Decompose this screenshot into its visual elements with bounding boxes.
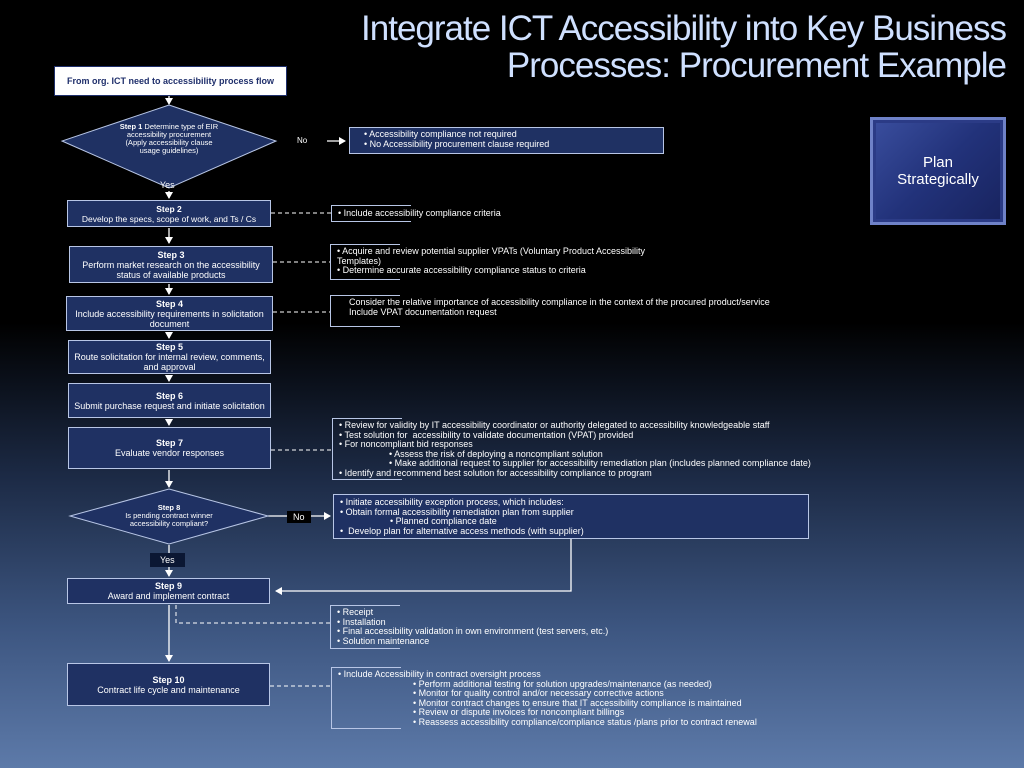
step8-no-label: No	[287, 511, 311, 523]
step8-text: Step 8 Is pending contract winner access…	[122, 496, 216, 536]
page-title: Integrate ICT Accessibility into Key Bus…	[361, 9, 1007, 85]
step3-note-line: Templates)	[337, 255, 382, 266]
step2-box: Step 2 Develop the specs, scope of work,…	[67, 200, 271, 227]
step9-box: Step 9 Award and implement contract	[67, 578, 270, 604]
step6-desc: Submit purchase request and initiate sol…	[74, 400, 265, 411]
step7-note-line: • Make additional request to supplier fo…	[339, 458, 811, 469]
step8-yes-label: Yes	[150, 553, 185, 567]
step1-yes-label: Yes	[160, 180, 175, 190]
step2-note: • Include accessibility compliance crite…	[331, 205, 501, 222]
step9-note: • Receipt • Installation • Final accessi…	[330, 605, 609, 649]
step4-note-line: Consider the relative importance of acce…	[349, 297, 770, 307]
step5-desc: Route solicitation for internal review, …	[74, 352, 265, 372]
step9-note-line: • Solution maintenance	[337, 635, 430, 646]
step5-label: Step 5	[155, 342, 183, 352]
step7-box: Step 7 Evaluate vendor responses	[68, 427, 271, 469]
step10-box: Step 10 Contract life cycle and maintena…	[67, 663, 270, 706]
step4-label: Step 4	[155, 298, 183, 309]
step7-note-line: • Assess the risk of deploying a noncomp…	[339, 448, 603, 459]
step8-note-line: • Initiate accessibility exception proce…	[340, 497, 564, 507]
step3-box: Step 3 Perform market research on the ac…	[69, 246, 273, 283]
step1-note-line: • No Accessibility procurement clause re…	[364, 138, 550, 149]
step1-diamond	[60, 104, 278, 189]
step9-desc: Award and implement contract	[107, 591, 230, 601]
step9-note-line: • Final accessibility validation in own …	[337, 626, 609, 637]
step1-text: Step 1 Determine type of EIR accessibili…	[118, 116, 220, 162]
step8-note-line: • Planned compliance date	[340, 516, 497, 527]
step10-note: • Include Accessibility in contract over…	[331, 667, 757, 729]
step8-diamond	[68, 488, 270, 545]
step8-note: • Initiate accessibility exception proce…	[333, 494, 809, 539]
step3-label: Step 3	[157, 249, 185, 260]
step10-label: Step 10	[152, 674, 185, 685]
step4-note-line: Include VPAT documentation request	[349, 306, 497, 317]
step3-note: • Acquire and review potential supplier …	[330, 244, 645, 280]
step8-note-line: • Obtain formal accessibility remediatio…	[340, 506, 574, 517]
step1-label: Step 1	[119, 122, 143, 131]
step1-note: • Accessibility compliance not required …	[349, 127, 664, 154]
step10-desc: Contract life cycle and maintenance	[97, 684, 240, 695]
step8-label: Step 8	[157, 503, 181, 512]
step3-note-line: • Determine accurate accessibility compl…	[337, 265, 586, 276]
step10-note-line: • Perform additional testing for solutio…	[338, 678, 712, 689]
step2-note-line: • Include accessibility compliance crite…	[338, 208, 501, 218]
step7-note-line: • Identify and recommend best solution f…	[339, 467, 652, 478]
step4-note: Consider the relative importance of acce…	[330, 295, 770, 327]
step3-desc: Perform market research on the accessibi…	[82, 259, 260, 280]
step10-note-line: • Monitor contract changes to ensure tha…	[338, 697, 742, 708]
step5-box: Step 5 Route solicitation for internal r…	[68, 340, 271, 374]
step1-note-line: • Accessibility compliance not required	[364, 129, 517, 139]
plan-strategically-box: Plan Strategically	[870, 117, 1006, 225]
step7-note-line: • For noncompliant bid responses	[339, 439, 473, 450]
step10-note-line: • Include Accessibility in contract over…	[338, 669, 541, 679]
step4-desc: Include accessibility requirements in so…	[75, 308, 264, 329]
step1-no-label: No	[297, 136, 308, 145]
step8-note-line: • Develop plan for alternative access me…	[340, 525, 584, 536]
step4-box: Step 4 Include accessibility requirement…	[66, 296, 273, 331]
start-box: From org. ICT need to accessibility proc…	[54, 66, 287, 96]
step9-note-line: • Receipt	[337, 607, 374, 617]
step6-box: Step 6 Submit purchase request and initi…	[68, 383, 271, 418]
step10-note-line: • Review or dispute invoices for noncomp…	[338, 707, 625, 718]
step6-label: Step 6	[155, 390, 183, 401]
step7-note-line: • Test solution for accessibility to val…	[339, 429, 634, 440]
step2-label: Step 2	[156, 203, 182, 214]
step8-desc: Is pending contract winner accessibility…	[125, 511, 213, 528]
step10-note-line: • Monitor for quality control and/or nec…	[338, 688, 664, 699]
step7-note: • Review for validity by IT accessibilit…	[332, 418, 811, 480]
step2-desc: Develop the specs, scope of work, and Ts…	[81, 213, 257, 224]
step7-label: Step 7	[155, 438, 183, 448]
step9-note-line: • Installation	[337, 616, 386, 627]
step1-desc: Determine type of EIR accessibility proc…	[125, 122, 219, 155]
step9-label: Step 9	[154, 581, 182, 591]
step10-note-line: • Reassess accessibility compliance/comp…	[338, 716, 757, 727]
step7-note-line: • Review for validity by IT accessibilit…	[339, 420, 770, 430]
step7-desc: Evaluate vendor responses	[114, 448, 225, 458]
step3-note-line: • Acquire and review potential supplier …	[337, 246, 645, 256]
